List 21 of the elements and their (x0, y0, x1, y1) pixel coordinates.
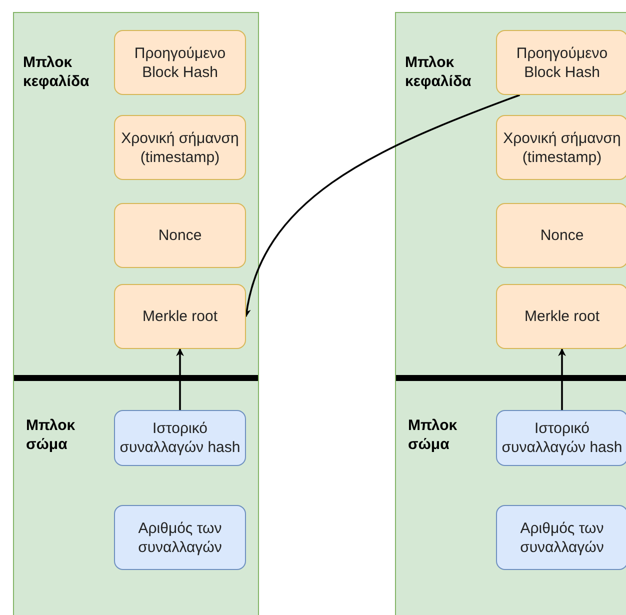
field-box: Αριθμός των συναλλαγών (496, 505, 626, 570)
arrow (243, 94, 520, 318)
section-heading: Μπλοκ κεφαλίδα (405, 53, 472, 91)
field-box: Αριθμός των συναλλαγών (114, 505, 246, 570)
block-panel (13, 12, 259, 615)
field-box: Ιστορικό συναλλαγών hash (496, 410, 626, 466)
field-box: Προηγούμενο Block Hash (496, 30, 626, 95)
field-box: Χρονική σήμανση (timestamp) (496, 115, 626, 180)
arrow (558, 348, 566, 410)
field-box: Nonce (496, 203, 626, 268)
field-box: Ιστορικό συναλλαγών hash (114, 410, 246, 466)
field-box: Χρονική σήμανση (timestamp) (114, 115, 246, 180)
section-heading: Μπλοκ σώμα (26, 416, 76, 454)
section-heading: Μπλοκ σώμα (408, 416, 458, 454)
arrow (176, 348, 184, 410)
field-box: Nonce (114, 203, 246, 268)
block-panel (395, 12, 626, 615)
field-box: Merkle root (114, 284, 246, 349)
field-box: Προηγούμενο Block Hash (114, 30, 246, 95)
section-heading: Μπλοκ κεφαλίδα (23, 53, 90, 91)
field-box: Merkle root (496, 284, 626, 349)
